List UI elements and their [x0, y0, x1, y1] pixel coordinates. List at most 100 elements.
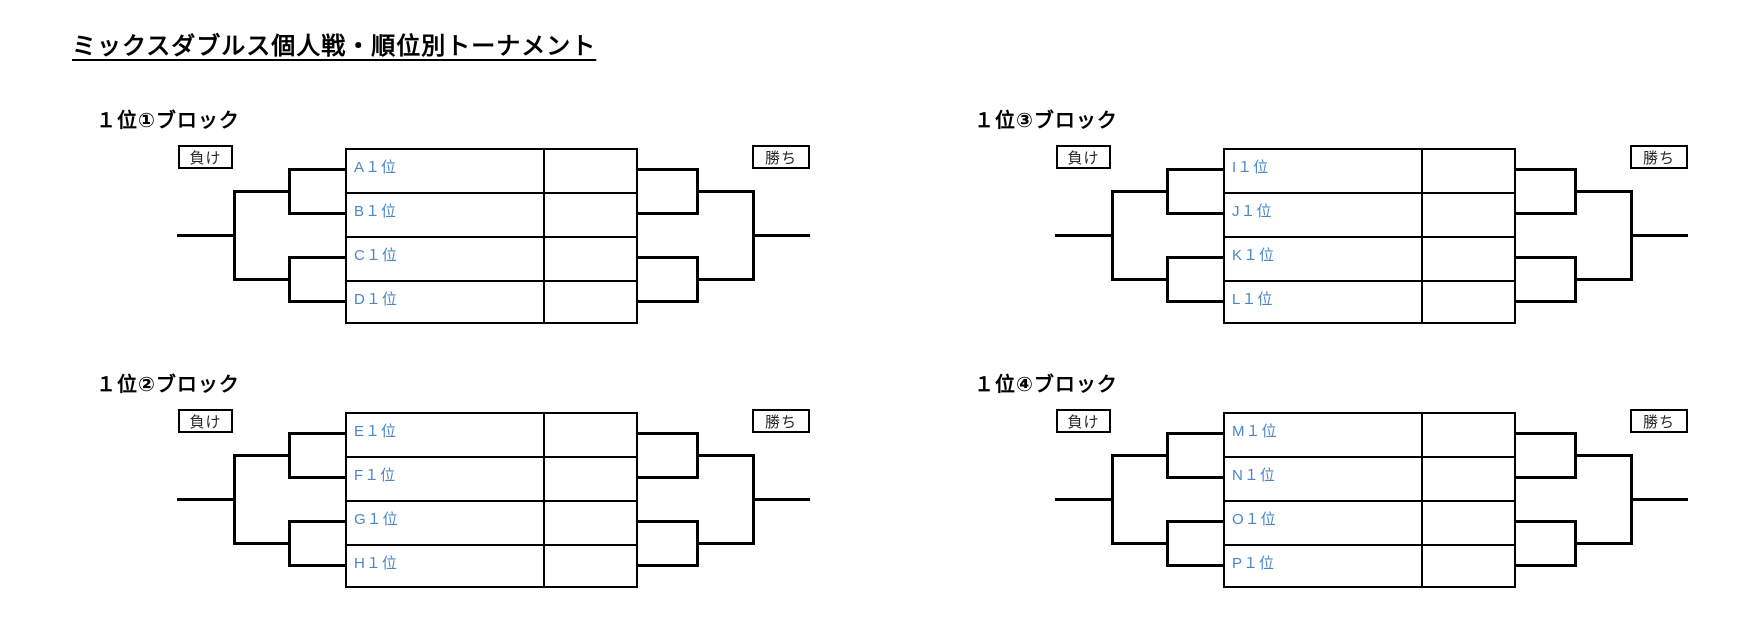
bracket-line	[638, 564, 696, 567]
entry-label: A１位	[354, 159, 398, 176]
block-title: １位②ブロック	[96, 374, 240, 396]
bracket-line	[638, 432, 696, 435]
bracket-line	[696, 278, 755, 281]
bracket-line	[1166, 300, 1223, 303]
table-row-divider	[347, 192, 636, 194]
bracket-line	[288, 564, 345, 567]
entry-label: L１位	[1232, 291, 1274, 308]
lose-label-box: 負け	[1056, 145, 1111, 169]
bracket-block-3: １位③ブロック 負け 勝ち I１位 J１位 K１位 L１位	[974, 104, 1690, 326]
bracket-line	[1516, 564, 1574, 567]
table-row-divider	[1225, 500, 1514, 502]
entry-label: N１位	[1232, 467, 1276, 484]
lose-label: 負け	[189, 149, 222, 167]
lose-label-box: 負け	[178, 409, 233, 433]
block-title: １位①ブロック	[96, 110, 240, 132]
bracket-line	[233, 454, 291, 457]
table-column-divider	[543, 414, 545, 586]
bracket-line	[1574, 542, 1633, 545]
bracket-line	[288, 256, 345, 259]
table-column-divider	[1421, 414, 1423, 586]
bracket-line	[1516, 300, 1574, 303]
bracket-line	[1111, 454, 1169, 457]
loser-final-line	[177, 498, 236, 501]
lose-label-box: 負け	[178, 145, 233, 169]
winner-final-line	[1630, 498, 1688, 501]
bracket-line	[638, 256, 696, 259]
win-label: 勝ち	[764, 149, 797, 167]
bracket-line	[638, 520, 696, 523]
bracket-line	[1516, 432, 1574, 435]
bracket-line	[288, 300, 345, 303]
bracket-line	[1166, 212, 1223, 215]
entries-table: I１位 J１位 K１位 L１位	[1223, 148, 1516, 324]
win-label: 勝ち	[1642, 413, 1675, 431]
bracket-line	[1111, 190, 1169, 193]
bracket-line	[1516, 212, 1574, 215]
loser-final-line	[177, 234, 236, 237]
win-label-box: 勝ち	[752, 145, 810, 169]
bracket-line	[1166, 564, 1223, 567]
bracket-line	[1516, 168, 1574, 171]
entry-label: E１位	[354, 423, 398, 440]
winner-final-line	[1630, 234, 1688, 237]
entry-label: B１位	[354, 203, 398, 220]
entry-label: P１位	[1232, 555, 1276, 572]
lose-label: 負け	[189, 413, 222, 431]
bracket-line	[696, 190, 755, 193]
bracket-line	[638, 168, 696, 171]
lose-label-box: 負け	[1056, 409, 1111, 433]
table-row-divider	[347, 544, 636, 546]
bracket-line	[1166, 432, 1223, 435]
bracket-line	[1516, 476, 1574, 479]
bracket-line	[1516, 520, 1574, 523]
table-row-divider	[1225, 280, 1514, 282]
bracket-block-1: １位①ブロック 負け 勝ち A１位 B１位 C１位 D１位	[96, 104, 812, 326]
bracket-line	[288, 168, 345, 171]
lose-label: 負け	[1067, 149, 1100, 167]
bracket-line	[1574, 454, 1633, 457]
bracket-line	[288, 520, 345, 523]
win-label-box: 勝ち	[1630, 409, 1688, 433]
bracket-line	[1111, 542, 1169, 545]
win-label: 勝ち	[1642, 149, 1675, 167]
block-title: １位③ブロック	[974, 110, 1118, 132]
entry-label: M１位	[1232, 423, 1278, 440]
entry-label: G１位	[354, 511, 399, 528]
bracket-line	[1166, 256, 1223, 259]
table-row-divider	[347, 280, 636, 282]
bracket-line	[288, 432, 345, 435]
entries-table: M１位 N１位 O１位 P１位	[1223, 412, 1516, 588]
winner-final-line	[752, 498, 810, 501]
bracket-line	[638, 300, 696, 303]
loser-final-line	[1055, 234, 1114, 237]
bracket-line	[696, 454, 755, 457]
bracket-line	[1111, 278, 1169, 281]
bracket-line	[233, 542, 291, 545]
entries-table: A１位 B１位 C１位 D１位	[345, 148, 638, 324]
bracket-line	[1166, 520, 1223, 523]
entry-label: I１位	[1232, 159, 1270, 176]
win-label-box: 勝ち	[1630, 145, 1688, 169]
entries-table: E１位 F１位 G１位 H１位	[345, 412, 638, 588]
bracket-line	[1516, 256, 1574, 259]
entry-label: H１位	[354, 555, 398, 572]
table-row-divider	[1225, 236, 1514, 238]
table-column-divider	[1421, 150, 1423, 322]
table-column-divider	[543, 150, 545, 322]
lose-label: 負け	[1067, 413, 1100, 431]
bracket-block-4: １位④ブロック 負け 勝ち M１位 N１位 O１位 P１位	[974, 368, 1690, 590]
bracket-line	[233, 190, 291, 193]
win-label-box: 勝ち	[752, 409, 810, 433]
entry-label: O１位	[1232, 511, 1277, 528]
bracket-line	[288, 212, 345, 215]
bracket-block-2: １位②ブロック 負け 勝ち E１位 F１位 G１位 H１位	[96, 368, 812, 590]
entry-label: D１位	[354, 291, 398, 308]
entry-label: J１位	[1232, 203, 1273, 220]
block-title: １位④ブロック	[974, 374, 1118, 396]
bracket-line	[288, 476, 345, 479]
bracket-line	[233, 278, 291, 281]
entry-label: F１位	[354, 467, 397, 484]
bracket-line	[1574, 278, 1633, 281]
bracket-line	[638, 476, 696, 479]
